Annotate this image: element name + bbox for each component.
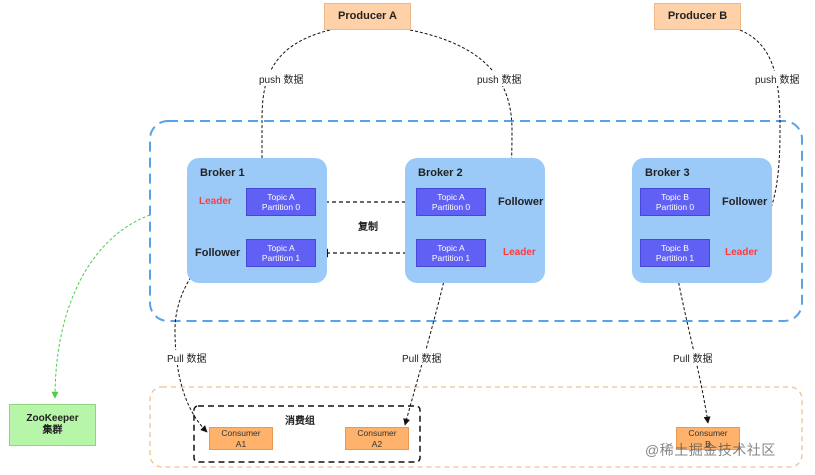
zookeeper-link [51,214,151,399]
producer-b-label: Producer B [667,9,728,22]
partition-number: Partition 1 [655,253,695,263]
consumer-line2: B [705,438,711,449]
broker-1-partition-0: Topic A Partition 0 [246,188,316,216]
partition-topic: Topic A [267,191,295,202]
broker-2-leader-label: Leader [503,247,536,258]
broker-2-partition-1: Topic A Partition 1 [416,239,486,267]
zookeeper-cluster-node: ZooKeeper 集群 [9,404,96,446]
pull-label-b1: Pull 数据 [166,350,208,365]
consumer-b-node: Consumer B [676,427,740,450]
consumer-line1: Consumer [357,428,397,439]
broker-1-follower-label: Follower [195,247,241,259]
consumer-area-boundary [149,386,803,468]
broker-3-title: Broker 3 [645,167,690,179]
partition-number: Partition 1 [431,253,471,263]
partition-topic: Topic A [437,242,465,253]
replicate-label: 复制 [358,222,378,233]
producer-a-label: Producer A [338,9,397,22]
producer-a-node: Producer A [324,3,411,30]
broker-2-title: Broker 2 [418,167,463,179]
consumer-line2: A1 [235,438,247,449]
broker-2-partition-0: Topic A Partition 0 [416,188,486,216]
consumer-a1-node: Consumer A1 [209,427,273,450]
zookeeper-line2: 集群 [42,425,63,436]
broker-3-partition-1: Topic B Partition 1 [640,239,710,267]
partition-topic: Topic A [437,191,465,202]
partition-topic: Topic B [661,191,689,202]
kafka-cluster-boundary [149,120,803,322]
broker-3-leader-label: Leader [725,247,758,258]
push-label-a-left: push 数据 [258,71,305,86]
pull-edge-b1p0-ca1 [174,215,263,433]
juejin-watermark: @稀土掘金技术社区 [645,442,776,458]
broker-3-follower-label: Follower [722,196,768,208]
consumer-a2-node: Consumer A2 [345,427,409,450]
pull-label-b3: Pull 数据 [672,350,714,365]
partition-number: Partition 0 [431,202,471,212]
partition-number: Partition 0 [655,202,695,212]
broker-1-title: Broker 1 [200,167,245,179]
pull-edge-b2p1-ca2 [403,267,448,426]
pull-label-b2: Pull 数据 [401,350,443,365]
producer-b-node: Producer B [654,3,741,30]
consumer-line2: A2 [371,438,383,449]
push-label-a-right: push 数据 [476,71,523,86]
push-edge-pa-b1p0 [258,29,331,186]
partition-number: Partition 1 [261,253,301,263]
consumer-line1: Consumer [221,428,261,439]
pull-edge-b3p1-cb [675,267,711,424]
consumer-group-label: 消费组 [285,416,315,427]
push-label-b: push 数据 [754,71,801,86]
consumer-line1: Consumer [688,428,728,439]
broker-2-follower-label: Follower [498,196,544,208]
partition-topic: Topic B [661,242,689,253]
zookeeper-line1: ZooKeeper [26,413,79,424]
broker-1-partition-1: Topic A Partition 1 [246,239,316,267]
broker-1-leader-label: Leader [199,196,232,207]
broker-3-partition-0: Topic B Partition 0 [640,188,710,216]
partition-topic: Topic A [267,242,295,253]
partition-number: Partition 0 [261,202,301,212]
